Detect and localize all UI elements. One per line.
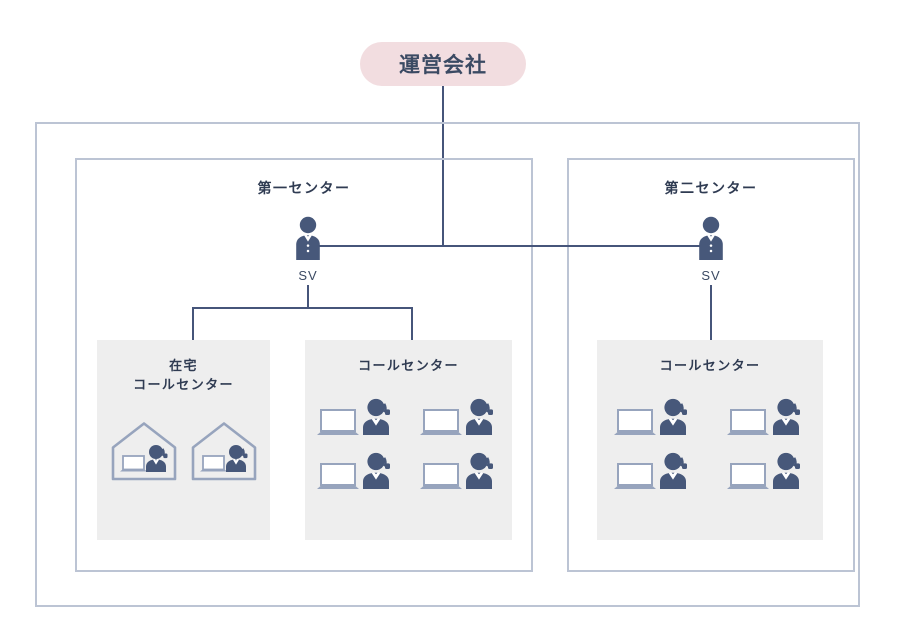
- headset-agent-icon: [420, 452, 494, 489]
- headset-agent-icon: [613, 452, 687, 489]
- group-title-line-1: 在宅: [169, 358, 198, 373]
- supervisor-label-center-2: SV: [701, 268, 721, 283]
- group-home-call-center: 在宅 コールセンター: [97, 340, 270, 540]
- agent-grid-center-2: [597, 396, 823, 498]
- connector-sv-bus: [308, 245, 711, 247]
- center-frame-1: [75, 158, 533, 572]
- group-title-line-1: コールセンター: [659, 358, 761, 373]
- supervisor-person-icon: [699, 216, 723, 260]
- connector-to-home-call-center: [192, 307, 194, 342]
- home-worker-row: [97, 420, 270, 482]
- headset-agent-icon: [316, 452, 390, 489]
- connector-company-to-bus: [442, 86, 444, 246]
- agent-grid-center-1: [305, 396, 512, 498]
- center-frame-2: [567, 158, 855, 572]
- group-title-line-2: コールセンター: [133, 377, 234, 392]
- group-call-center-1-title: コールセンター: [305, 356, 512, 375]
- supervisor-label-center-1: SV: [298, 268, 318, 283]
- headset-agent-icon: [420, 398, 494, 435]
- connector-to-call-center-2: [710, 285, 712, 342]
- company-node: 運営会社: [360, 42, 526, 86]
- headset-agent-glyph: [225, 445, 247, 472]
- laptop-glyph: [119, 455, 147, 472]
- center-title-2: 第二センター: [664, 180, 758, 196]
- home-worker-icon: [191, 422, 256, 481]
- supervisor-node-center-1: SV: [278, 216, 338, 283]
- headset-agent-glyph: [145, 445, 167, 472]
- group-call-center-1: コールセンター: [305, 340, 512, 540]
- connector-sv1-down: [307, 285, 309, 309]
- headset-agent-icon: [726, 452, 800, 489]
- supervisor-node-center-2: SV: [681, 216, 741, 283]
- center-title-1: 第一センター: [257, 180, 351, 196]
- organization-frame: [35, 122, 860, 607]
- group-home-call-center-title: 在宅 コールセンター: [97, 356, 270, 394]
- laptop-glyph: [199, 455, 227, 472]
- headset-agent-icon: [316, 398, 390, 435]
- headset-agent-icon: [726, 398, 800, 435]
- group-title-line-1: コールセンター: [358, 358, 459, 373]
- home-worker-icon: [111, 422, 176, 481]
- group-call-center-2: コールセンター: [597, 340, 823, 540]
- connector-to-call-center-1: [411, 307, 413, 342]
- headset-agent-icon: [613, 398, 687, 435]
- group-call-center-2-title: コールセンター: [597, 356, 823, 375]
- supervisor-person-icon: [296, 216, 320, 260]
- connector-sv1-split: [192, 307, 413, 309]
